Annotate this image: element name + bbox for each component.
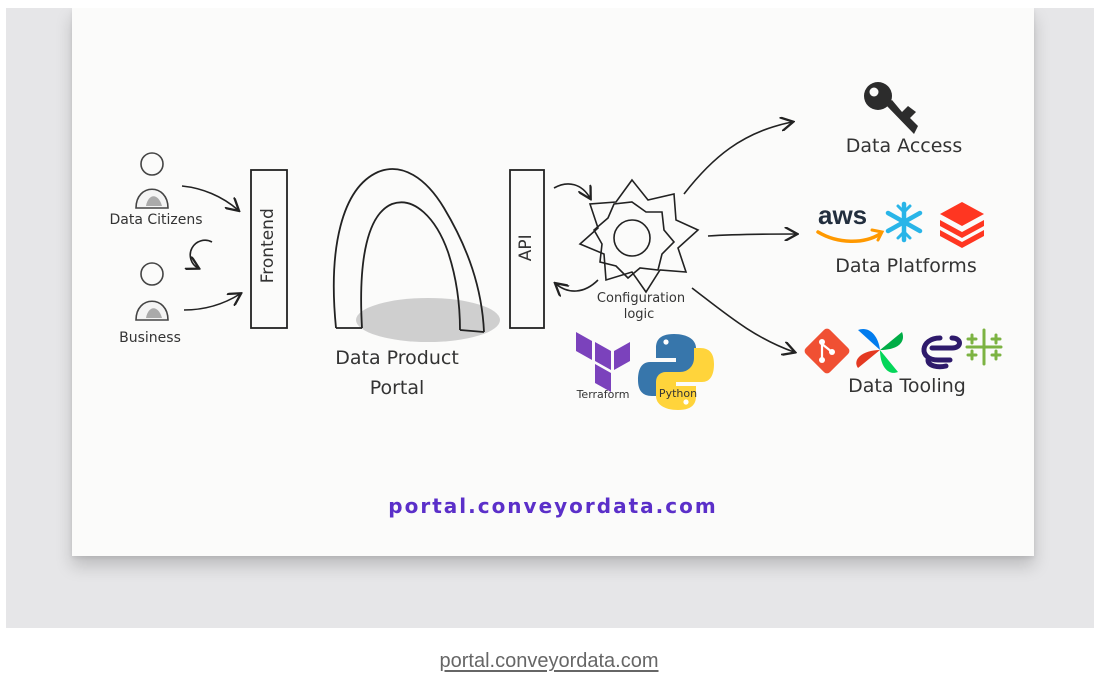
image-caption: portal.conveyordata.com [0,650,1098,673]
frontend-box [250,169,288,329]
api-box [509,169,545,329]
portal-url: portal.conveyordata.com [388,494,718,518]
business-to-frontend-arrow [183,294,240,311]
config-to-api-arrow [556,279,599,291]
airflow-icon [856,328,904,373]
caption-link[interactable]: portal.conveyordata.com [439,650,659,672]
frontend-label: Frontend [258,208,279,284]
git-icon [804,328,850,374]
conveyor-icon [921,335,962,370]
data-citizens-label: Data Citizens [109,212,203,228]
screenshot-frame: aws [6,8,1094,628]
aws-icon: aws [816,200,885,243]
configuration-label-line2: logic [623,307,655,322]
architecture-diagram: aws [135,82,1003,410]
business-person-icon [135,262,169,321]
databricks-icon [940,202,984,248]
data-tooling-label: Data Tooling [848,375,966,397]
snowflake-icon [885,201,923,243]
citizens-to-frontend-arrow [181,185,238,210]
key-icon [864,82,918,134]
python-icon [638,334,714,410]
api-to-config-arrow [553,183,590,198]
cycle-arrow-icon [190,239,213,268]
aws-wordmark: aws [818,200,867,230]
terraform-icon [576,332,630,392]
terraform-label: Terraform [576,388,630,401]
python-label: Python [658,387,698,400]
config-to-data-access-arrow [683,122,792,195]
configuration-gear-icon [578,178,700,294]
config-to-data-platforms-arrow [707,234,796,236]
api-label: API [516,234,537,262]
portal-arch [332,168,500,342]
data-access-label: Data Access [845,135,963,157]
portal-label-line2: Portal [369,377,425,399]
portal-label-line1: Data Product [335,347,459,369]
config-to-data-tooling-arrow [691,287,794,352]
data-citizens-person-icon [135,152,169,209]
business-label: Business [119,330,181,346]
data-platforms-label: Data Platforms [835,255,977,277]
paper-sheet: aws [72,8,1034,556]
tableau-icon [965,328,1003,366]
configuration-label-line1: Configuration [596,291,686,306]
